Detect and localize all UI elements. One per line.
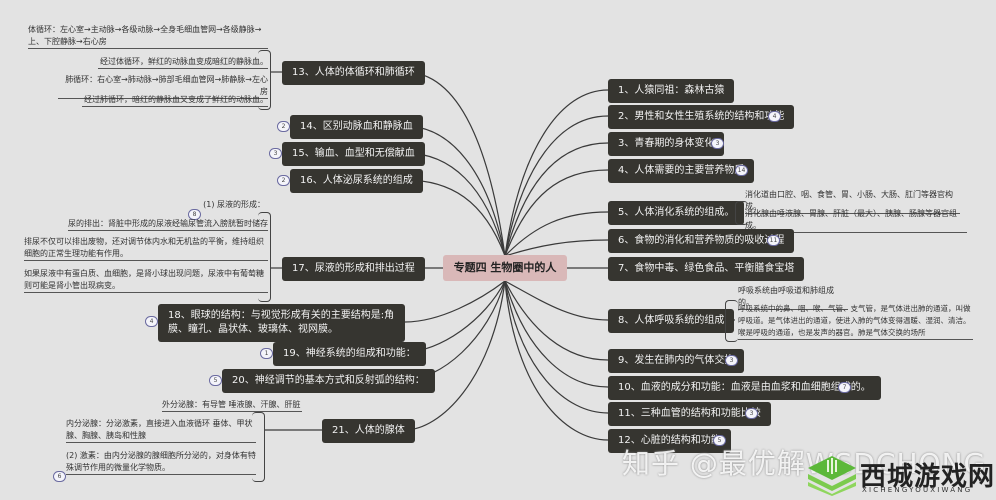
subtopic-count-badge[interactable]: 3 bbox=[745, 408, 758, 419]
topic-label: 16、人体泌尿系统的组成 bbox=[300, 175, 413, 186]
note-text: 呼吸系统中的鼻、咽、喉、气管、支气管，是气体进出肺的通道，叫做呼吸道。是气体进出… bbox=[738, 303, 973, 340]
site-logo-icon bbox=[808, 456, 856, 496]
note-text: (2) 激素：由内分泌腺的腺细胞所分泌的，对身体有特殊调节作用的微量化学物质。 bbox=[66, 450, 256, 475]
subtopic-count-badge[interactable]: 5 bbox=[713, 435, 726, 446]
subtopic-count-badge[interactable]: 7 bbox=[838, 382, 851, 393]
note-text: 经过肺循环，暗红的静脉血又变成了鲜红的动脉血。 bbox=[82, 94, 268, 107]
topic-node-4[interactable]: 4、人体需要的主要营养物质 bbox=[608, 159, 755, 183]
topic-node-2[interactable]: 2、男性和女性生殖系统的结构和功能 bbox=[608, 105, 795, 129]
topic-node-21[interactable]: 21、人体的腺体 bbox=[322, 419, 415, 443]
topic-label: 4、人体需要的主要营养物质 bbox=[618, 165, 745, 176]
topic-node-20[interactable]: 20、神经调节的基本方式和反射弧的结构： bbox=[222, 369, 435, 393]
bracket bbox=[725, 300, 738, 342]
subtopic-count-badge[interactable]: 5 bbox=[209, 375, 222, 386]
subtopic-count-badge[interactable]: 3 bbox=[269, 148, 282, 159]
subtopic-count-badge[interactable]: 8 bbox=[188, 209, 201, 220]
topic-node-3[interactable]: 3、青春期的身体变化 bbox=[608, 132, 725, 156]
topic-node-14[interactable]: 14、区别动脉血和静脉血 bbox=[290, 115, 423, 139]
subtopic-count-badge[interactable]: 4 bbox=[145, 316, 158, 327]
topic-node-15[interactable]: 15、输血、血型和无偿献血 bbox=[282, 142, 425, 166]
topic-label: 2、男性和女性生殖系统的结构和功能 bbox=[618, 111, 785, 122]
note-text: 肺循环：右心室→肺动脉→肺部毛细血管网→肺静脉→左心房 bbox=[58, 74, 268, 99]
bracket bbox=[252, 412, 265, 482]
topic-node-19[interactable]: 19、神经系统的组成和功能： bbox=[273, 342, 426, 366]
topic-node-17[interactable]: 17、尿液的形成和排出过程 bbox=[282, 257, 425, 281]
topic-label: 19、神经系统的组成和功能： bbox=[283, 348, 416, 359]
topic-label: 13、人体的体循环和肺循环 bbox=[292, 67, 415, 78]
topic-label: 15、输血、血型和无偿献血 bbox=[292, 148, 415, 159]
topic-label: 1、人猿同祖：森林古猿 bbox=[618, 85, 725, 96]
subtopic-count-badge[interactable]: 14 bbox=[735, 165, 748, 176]
topic-label: 11、三种血管的结构和功能比较 bbox=[618, 408, 761, 419]
subtopic-count-badge[interactable]: 4 bbox=[768, 111, 781, 122]
topic-label: 7、食物中毒、绿色食品、平衡膳食宝塔 bbox=[618, 263, 795, 274]
subtopic-count-badge[interactable]: 6 bbox=[53, 471, 66, 482]
topic-node-9[interactable]: 9、发生在肺内的气体交换 bbox=[608, 349, 745, 373]
subtopic-count-badge[interactable]: 3 bbox=[725, 355, 738, 366]
topic-label: 3、青春期的身体变化 bbox=[618, 138, 715, 149]
topic-label: 21、人体的腺体 bbox=[332, 425, 405, 436]
subtopic-count-badge[interactable]: 1 bbox=[260, 348, 273, 359]
topic-node-11[interactable]: 11、三种血管的结构和功能比较 bbox=[608, 402, 771, 426]
topic-label: 17、尿液的形成和排出过程 bbox=[292, 263, 415, 274]
topic-node-8[interactable]: 8、人体呼吸系统的组成 bbox=[608, 309, 735, 333]
topic-label: 6、食物的消化和营养物质的吸收过程 bbox=[618, 235, 785, 246]
bracket bbox=[735, 201, 748, 225]
topic-node-12[interactable]: 12、心脏的结构和功能 bbox=[608, 429, 731, 453]
subtopic-count-badge[interactable]: 3 bbox=[711, 138, 724, 149]
note-text: 排尿不仅可以排出废物，还对调节体内水和无机盐的平衡，维持组织细胞的正常生理功能有… bbox=[24, 236, 268, 261]
note-text: (1) 尿液的形成： bbox=[203, 200, 265, 209]
topic-node-10[interactable]: 10、血液的成分和功能：血液是由血浆和血细胞组成的。 bbox=[608, 376, 881, 400]
topic-label: 14、区别动脉血和静脉血 bbox=[300, 121, 413, 132]
central-topic[interactable]: 专题四 生物圈中的人 bbox=[443, 255, 567, 281]
topic-label: 20、神经调节的基本方式和反射弧的结构： bbox=[232, 375, 425, 386]
topic-node-1[interactable]: 1、人猿同祖：森林古猿 bbox=[608, 79, 735, 103]
note-text: 如果尿液中有蛋白质、血细胞，是肾小球出现问题，尿液中有葡萄糖则可能是肾小管出现病… bbox=[24, 268, 268, 293]
note-text: 呼吸系统由呼吸道和肺组成的。 bbox=[738, 285, 848, 310]
subtopic-count-badge[interactable]: 2 bbox=[277, 175, 290, 186]
subtopic-count-badge[interactable]: 11 bbox=[767, 235, 780, 246]
bracket bbox=[258, 212, 271, 302]
topic-node-5[interactable]: 5、人体消化系统的组成。 bbox=[608, 201, 745, 225]
site-name-latin: XICHENGYOUXIWANG bbox=[862, 486, 973, 494]
note-text: 消化道由口腔、咽、食管、胃、小肠、大肠、肛门等器官构成。 bbox=[745, 189, 960, 214]
note-text: 外分泌腺：有导管 唾液腺、汗腺、肝脏 bbox=[162, 399, 302, 412]
note-text: 内分泌腺：分泌激素，直接进入血液循环 垂体、甲状腺、胸腺、胰岛和性腺 bbox=[66, 418, 256, 443]
subtopic-count-badge[interactable]: 2 bbox=[277, 121, 290, 132]
topic-label: 18、眼球的结构：与视觉形成有关的主要结构是:角膜、瞳孔、晶状体、玻璃体、视网膜… bbox=[168, 310, 395, 335]
topic-label: 12、心脏的结构和功能 bbox=[618, 435, 721, 446]
topic-label: 5、人体消化系统的组成。 bbox=[618, 207, 735, 218]
note-text: 经过体循环，鲜红的动脉血变成暗红的静脉血。 bbox=[98, 56, 268, 69]
note-text: 尿的排出：肾脏中形成的尿液经输尿管流入膀胱暂时储存 bbox=[68, 218, 268, 231]
site-name: 西城游戏网 bbox=[860, 462, 996, 492]
topic-node-18[interactable]: 18、眼球的结构：与视觉形成有关的主要结构是:角膜、瞳孔、晶状体、玻璃体、视网膜… bbox=[158, 304, 405, 342]
note-text: 消化腺由唾液腺、胃腺、肝脏（最大）、胰腺、肠腺等器官组成。 bbox=[745, 208, 967, 233]
topic-node-16[interactable]: 16、人体泌尿系统的组成 bbox=[290, 169, 423, 193]
topic-label: 9、发生在肺内的气体交换 bbox=[618, 355, 735, 366]
topic-node-7[interactable]: 7、食物中毒、绿色食品、平衡膳食宝塔 bbox=[608, 257, 805, 281]
topic-node-6[interactable]: 6、食物的消化和营养物质的吸收过程 bbox=[608, 229, 795, 253]
topic-label: 10、血液的成分和功能：血液是由血浆和血细胞组成的。 bbox=[618, 382, 871, 393]
note-text: 体循环：左心室→主动脉→各级动脉→全身毛细血管网→各级静脉→上、下腔静脉→右心房 bbox=[28, 24, 268, 49]
watermark-text: 知乎 @最优解WSDCHONG bbox=[622, 447, 987, 480]
topic-label: 8、人体呼吸系统的组成 bbox=[618, 315, 725, 326]
bracket bbox=[258, 50, 271, 110]
topic-node-13[interactable]: 13、人体的体循环和肺循环 bbox=[282, 61, 425, 85]
